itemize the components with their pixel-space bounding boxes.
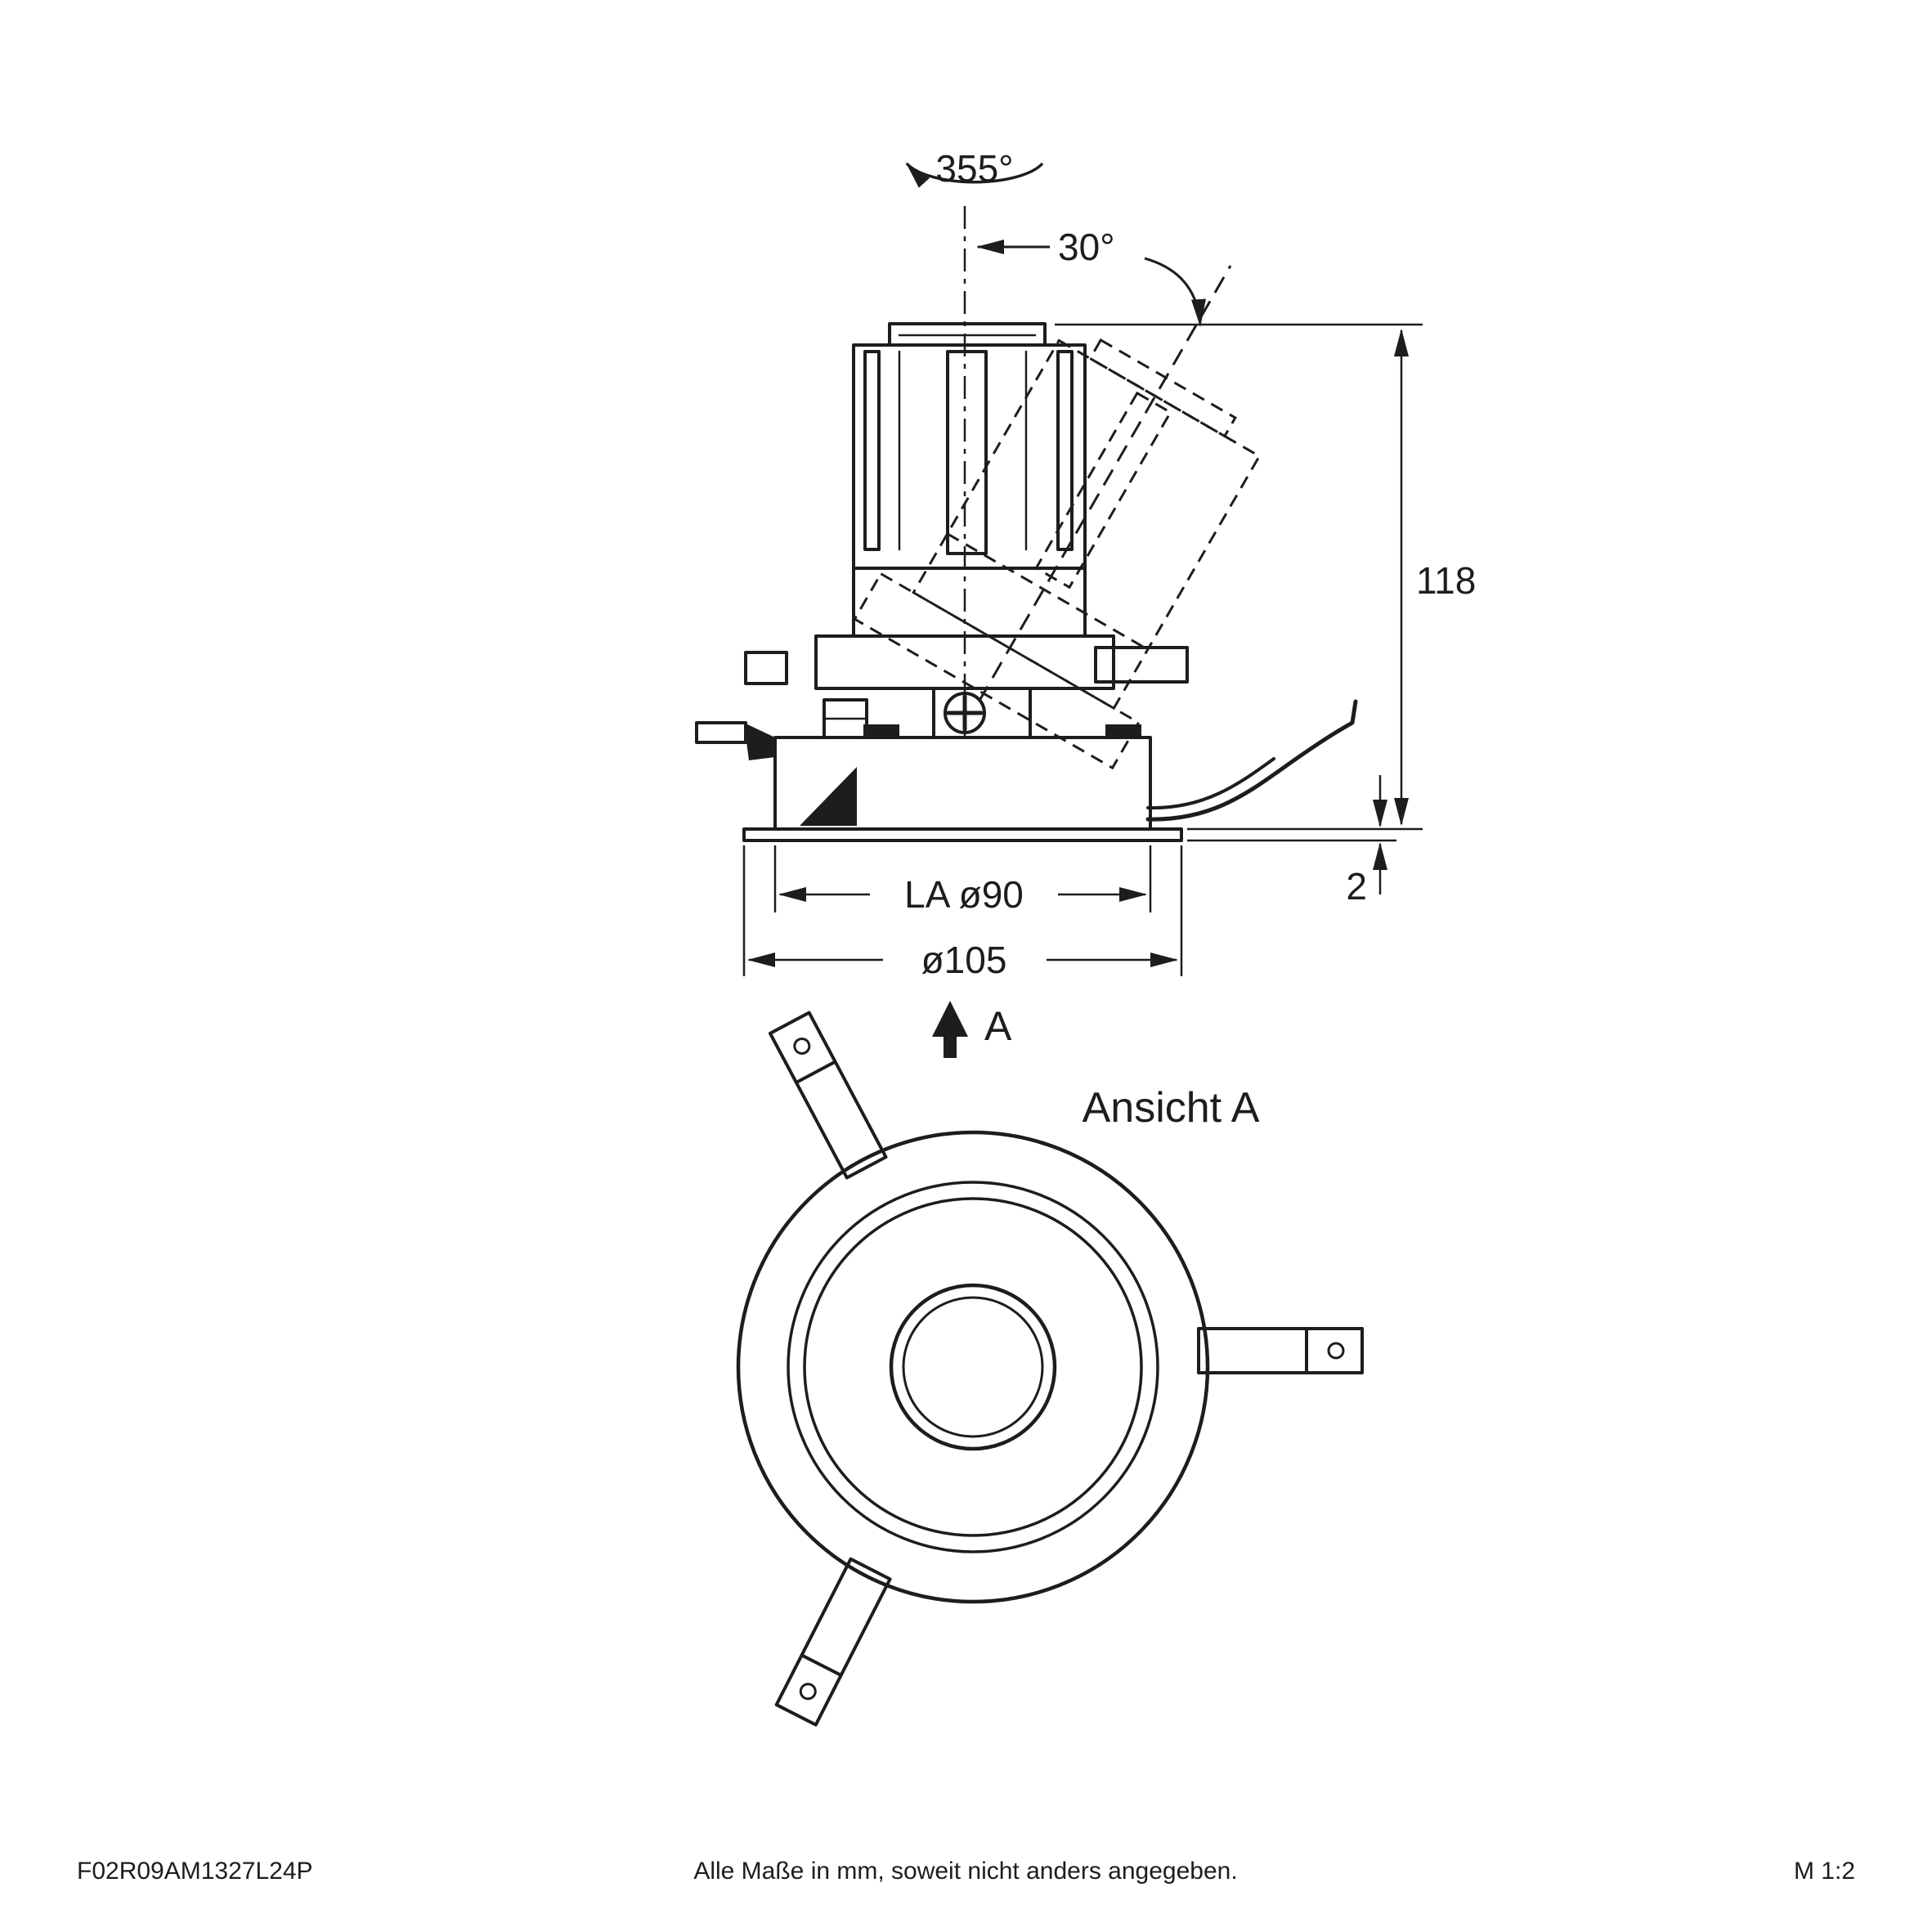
footer-dimension-note: Alle Maße in mm, soweit nicht anders ang… <box>693 1858 1237 1885</box>
view-direction-marker <box>932 1001 968 1058</box>
heatsink-slot-right <box>1056 350 1074 551</box>
view-arrow-label: A <box>984 1003 1012 1049</box>
top-view-title: Ansicht A <box>1083 1084 1260 1132</box>
flange-thickness-label: 2 <box>1346 865 1367 908</box>
bracket-plate-right <box>1094 646 1189 684</box>
trim-flange <box>742 827 1183 842</box>
spring-wire-right-inner <box>1146 757 1275 810</box>
heatsink-slot-center <box>946 350 988 555</box>
center-axis <box>963 206 1232 740</box>
spring-clip-left <box>800 767 857 826</box>
footer-scale: M 1:2 <box>1794 1858 1855 1885</box>
ghost-tilted-body <box>853 338 1262 770</box>
outer-diameter-label: ø105 <box>921 939 1007 981</box>
lens-ring-outer <box>889 1283 1057 1451</box>
lens-ring-inner <box>902 1296 1044 1438</box>
tilt-axis <box>963 265 1232 727</box>
rotation-arrow-icon <box>905 162 1044 188</box>
dimension-118 <box>1055 323 1423 831</box>
view-arrow-icon <box>932 1001 968 1037</box>
top-view <box>736 1011 1364 1727</box>
dimension-2 <box>1187 775 1396 894</box>
tilt-arc-arrow-icon <box>1144 257 1206 327</box>
spring-wire-right <box>1145 699 1358 822</box>
side-view-body <box>695 322 1358 842</box>
mounting-tab-upper-left <box>768 1011 888 1180</box>
tilt-angle-label: 30° <box>1058 226 1115 268</box>
trim-ring-outer <box>736 1130 1210 1604</box>
terminal-right <box>1105 724 1141 737</box>
tilt-annotation <box>976 240 1206 327</box>
height-dimension-label: 118 <box>1416 559 1476 602</box>
footer-article-number: F02R09AM1327L24P <box>77 1858 313 1885</box>
clip-flap-left <box>744 723 775 760</box>
rotation-angle-label: 355° <box>935 147 1013 190</box>
dimension-105 <box>742 845 1183 976</box>
heatsink-slot-left <box>863 350 881 551</box>
clip-tab-left <box>695 721 747 744</box>
dimension-la90 <box>773 845 1152 912</box>
cutout-diameter-label: LA ø90 <box>904 873 1024 916</box>
bezel-ring-inner <box>803 1197 1143 1537</box>
bracket-plate-left <box>744 651 788 685</box>
mounting-tab-lower-left <box>774 1557 892 1727</box>
footer: F02R09AM1327L24P Alle Maße in mm, soweit… <box>77 1858 1855 1885</box>
terminal-left <box>863 724 899 737</box>
mounting-tab-right <box>1197 1327 1364 1374</box>
bezel-ring-outer <box>787 1181 1159 1553</box>
rotation-annotation <box>905 162 1044 188</box>
